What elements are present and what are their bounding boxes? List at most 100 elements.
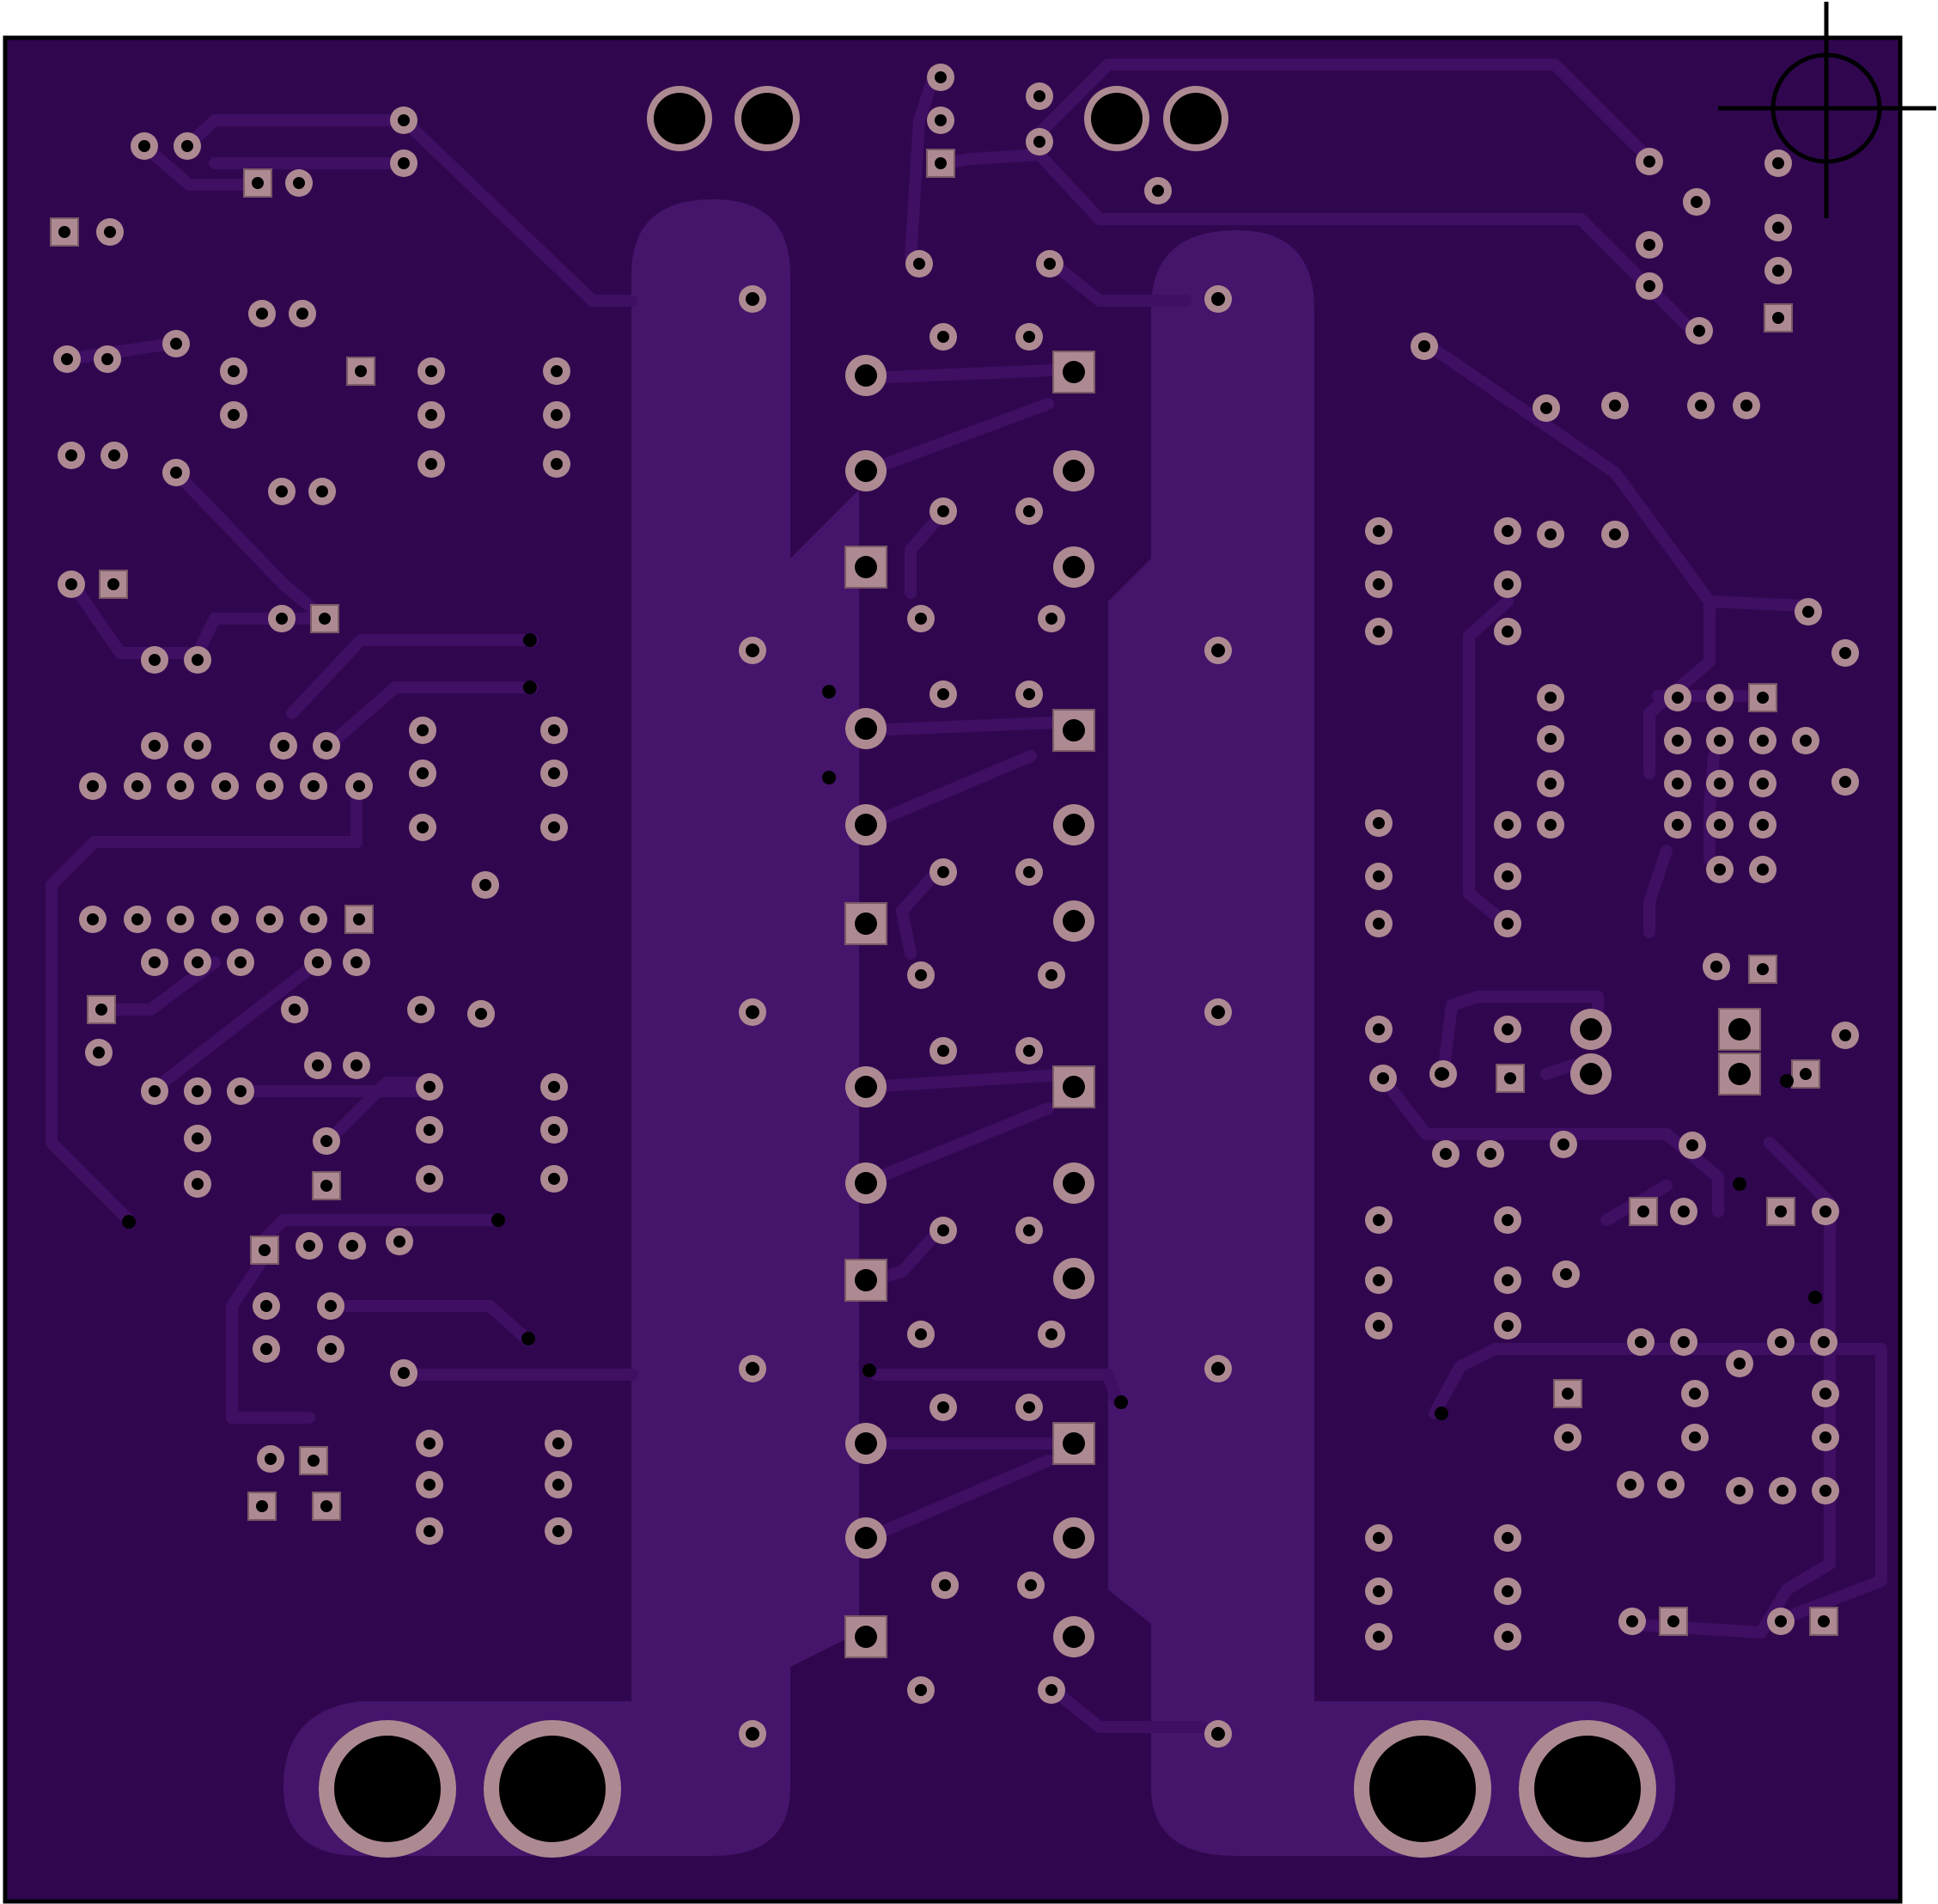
pad-170-drill	[1710, 961, 1722, 973]
pad-5-drill	[293, 177, 305, 189]
pad-159-drill	[1757, 735, 1769, 747]
pad-110-drill	[937, 1045, 949, 1057]
pad-26-drill	[149, 654, 161, 666]
pad-156-drill	[1714, 692, 1726, 704]
pad-42-drill	[417, 821, 429, 833]
via-1	[523, 633, 537, 647]
pad-167-drill	[1757, 819, 1769, 831]
pad-112-drill	[937, 1224, 949, 1236]
pad-158-drill	[1714, 735, 1726, 747]
pad-125-drill	[1643, 239, 1655, 251]
pad-57-drill	[350, 956, 363, 968]
pad-27-drill	[192, 654, 204, 666]
pad-21-drill	[108, 449, 120, 461]
pad-238-drill	[855, 814, 877, 836]
pad-154-drill	[1839, 647, 1851, 659]
pad-180-drill	[1678, 1205, 1690, 1217]
pad-263-drill	[1728, 1063, 1751, 1085]
pad-35-drill	[174, 780, 186, 792]
pad-93-drill	[1033, 90, 1045, 102]
pad-224-drill	[935, 157, 947, 169]
pad-172-drill	[1502, 1023, 1514, 1035]
trace-11	[97, 956, 221, 1016]
trace-37	[1703, 595, 1810, 612]
pad-50-drill	[219, 913, 231, 925]
pad-230-drill	[1637, 1205, 1649, 1217]
pad-73-drill	[192, 1178, 204, 1190]
pad-272-drill	[1211, 1362, 1225, 1376]
pad-176-drill	[1686, 1139, 1698, 1151]
pad-217-drill	[353, 913, 365, 925]
pad-102-drill	[915, 613, 927, 625]
pad-193-drill	[1734, 1358, 1746, 1370]
pad-263	[1718, 1053, 1761, 1095]
pad-94-drill	[1033, 136, 1045, 148]
pad-155-drill	[1672, 692, 1684, 704]
pad-181-drill	[1819, 1205, 1831, 1217]
trace-35	[1033, 58, 1655, 165]
pad-145-drill	[1545, 778, 1557, 790]
pad-166-drill	[1714, 819, 1726, 831]
copper-pour-bridge-right	[1108, 558, 1151, 1624]
pad-268-drill	[746, 1727, 759, 1741]
pad-265-drill	[746, 644, 759, 657]
trace-5	[61, 338, 178, 365]
pad-122-drill	[1643, 156, 1655, 168]
pad-96-drill	[913, 258, 925, 270]
pad-169-drill	[1757, 864, 1769, 876]
pad-179-drill	[1484, 1148, 1496, 1160]
pad-144-drill	[1545, 733, 1557, 745]
trace-19	[862, 363, 1080, 384]
pad-204-drill	[1373, 1532, 1385, 1544]
pad-12-drill	[228, 365, 240, 377]
pad-80-drill	[325, 1300, 337, 1312]
pad-139-drill	[1373, 578, 1385, 590]
pad-199-drill	[1624, 1479, 1636, 1491]
pad-152-drill	[1502, 918, 1514, 930]
pad-62-drill	[149, 1085, 161, 1097]
pad-234-drill	[1818, 1615, 1830, 1627]
pad-237-drill	[855, 717, 877, 740]
pad-211-drill	[1775, 1615, 1787, 1627]
pad-151-drill	[1373, 918, 1385, 930]
pad-243-drill	[1063, 460, 1085, 482]
pad-216-drill	[319, 613, 331, 625]
trace-43	[1626, 1343, 1887, 1630]
pad-162-drill	[1757, 778, 1769, 790]
trace-16	[226, 1248, 315, 1424]
pad-232-drill	[1562, 1388, 1574, 1400]
pad-235-drill	[855, 364, 877, 387]
via-8	[862, 1364, 876, 1377]
pad-24-drill	[316, 485, 328, 497]
pad-266-drill	[746, 1005, 759, 1019]
trace-1	[138, 140, 264, 191]
pad-209-drill	[1502, 1631, 1514, 1643]
pad-105-drill	[1023, 688, 1035, 700]
pad-37-drill	[264, 780, 276, 792]
pad-185-drill	[1502, 1274, 1514, 1286]
pad-78-drill	[393, 1236, 405, 1248]
pad-171-drill	[1373, 1023, 1385, 1035]
pad-210-drill	[1626, 1615, 1638, 1627]
trace-40	[1377, 1072, 1724, 1217]
pad-65-drill	[312, 1059, 324, 1071]
pad-200-drill	[1665, 1479, 1677, 1491]
pad-19-drill	[551, 458, 563, 470]
pad-68-drill	[548, 1081, 560, 1093]
pad-51-drill	[264, 913, 276, 925]
pad-126-drill	[1772, 222, 1784, 234]
via-12	[1733, 1177, 1746, 1191]
pad-208-drill	[1373, 1631, 1385, 1643]
pad-47-drill	[87, 913, 99, 925]
pad-14-drill	[425, 365, 437, 377]
pad-198-drill	[1562, 1431, 1574, 1443]
pad-184-drill	[1373, 1274, 1385, 1286]
pad-219-drill	[320, 1180, 332, 1192]
pad-119-drill	[1025, 1579, 1037, 1591]
pad-276-drill	[1091, 93, 1143, 144]
pad-183-drill	[1502, 1214, 1514, 1226]
pad-121-drill	[1045, 1684, 1057, 1696]
pad-132-drill	[1609, 400, 1621, 412]
copper-pour-layer	[283, 199, 1675, 1856]
pad-31-drill	[277, 740, 289, 752]
